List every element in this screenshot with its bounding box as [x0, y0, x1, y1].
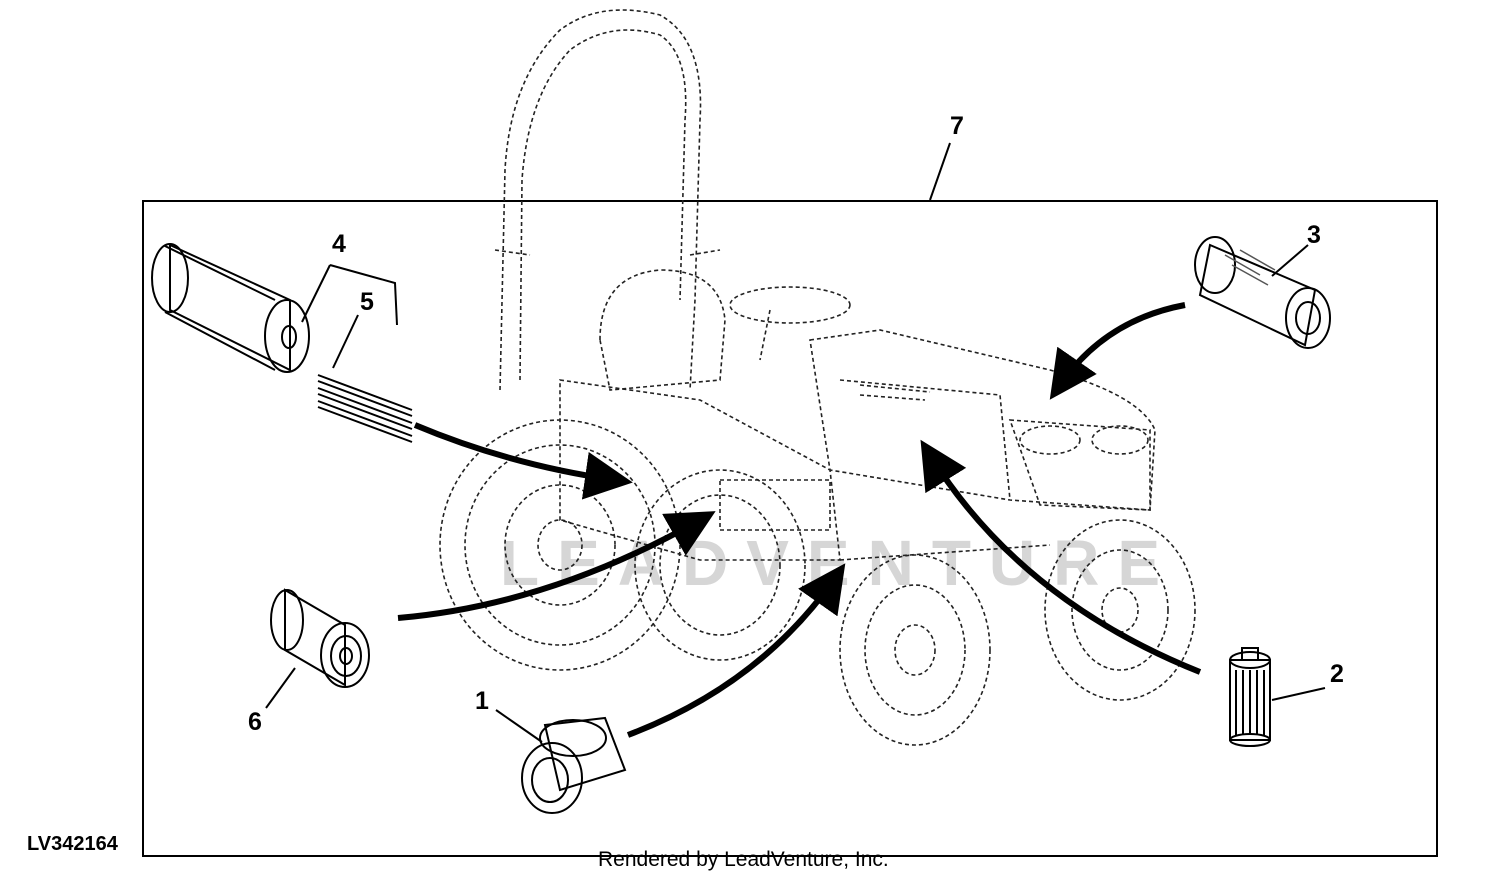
callout-7: 7	[950, 112, 964, 140]
part-6-filter-icon[interactable]	[270, 588, 370, 688]
arrow-part-4-5	[413, 422, 633, 500]
arrow-part-6	[397, 511, 716, 621]
arrow-part-3	[1049, 302, 1186, 400]
callout-5: 5	[360, 288, 374, 316]
part-4-filter-icon[interactable]	[151, 243, 310, 373]
callout-4: 4	[332, 230, 346, 258]
part-1-filter-icon[interactable]	[521, 716, 627, 814]
part-2-filter-icon[interactable]	[1229, 647, 1271, 747]
leader-lines	[265, 142, 1326, 743]
part-3-filter-icon[interactable]	[1194, 236, 1331, 349]
tractor-outline	[439, 9, 1196, 746]
arrow-part-1	[626, 563, 846, 738]
callout-6: 6	[248, 708, 262, 736]
credit-text: Rendered by LeadVenture, Inc.	[598, 848, 889, 871]
part-5-strips-icon[interactable]	[317, 374, 413, 443]
watermark: LEADVENTURE	[500, 527, 1178, 599]
figure-code: LV342164	[27, 833, 119, 855]
arrows	[397, 302, 1202, 738]
callout-3: 3	[1307, 221, 1321, 249]
kit-frame	[142, 200, 1438, 857]
callout-2: 2	[1330, 660, 1344, 688]
callout-1: 1	[475, 687, 489, 715]
arrow-part-2	[920, 439, 1202, 675]
